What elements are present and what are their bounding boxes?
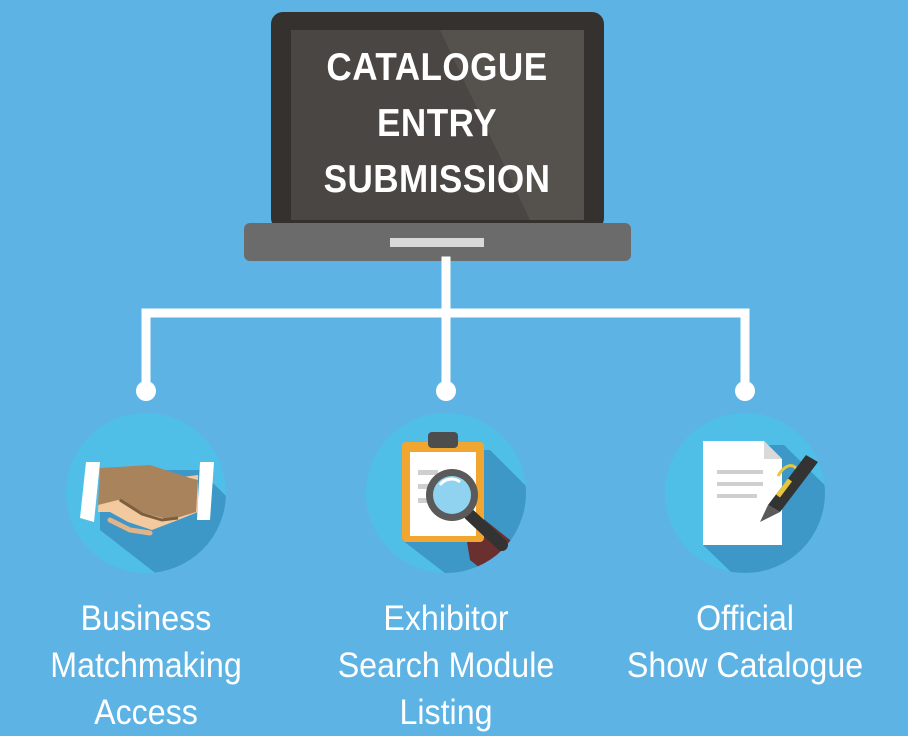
connector-dot-2 [436, 381, 456, 401]
node-label-line: Matchmaking [50, 646, 242, 685]
clipboard-magnifier-icon [366, 413, 526, 573]
node-label-exhibitor-search: Exhibitor Search Module Listing [317, 595, 575, 736]
node-label-line: Listing [399, 693, 493, 732]
document-pen-icon [665, 413, 825, 573]
title-line: CATALOGUE [326, 46, 548, 89]
connector-lines [141, 256, 750, 389]
title-line: ENTRY [377, 102, 497, 145]
connector-dot-1 [136, 381, 156, 401]
handshake-icon [66, 413, 226, 573]
node-label-line: Access [94, 693, 198, 732]
connector-dot-3 [735, 381, 755, 401]
node-label-line: Search Module [337, 646, 555, 685]
node-label-line: Show Catalogue [626, 646, 864, 685]
title-line: SUBMISSION [323, 158, 551, 201]
diagram-title: CATALOGUE ENTRY SUBMISSION [307, 40, 568, 208]
node-label-line: Exhibitor [383, 599, 509, 638]
node-label-business-matchmaking: Business Matchmaking Access [17, 595, 275, 736]
node-label-official-catalogue: Official Show Catalogue [616, 595, 874, 689]
node-label-line: Official [696, 599, 794, 638]
node-label-line: Business [80, 599, 212, 638]
laptop-icon [244, 12, 631, 261]
